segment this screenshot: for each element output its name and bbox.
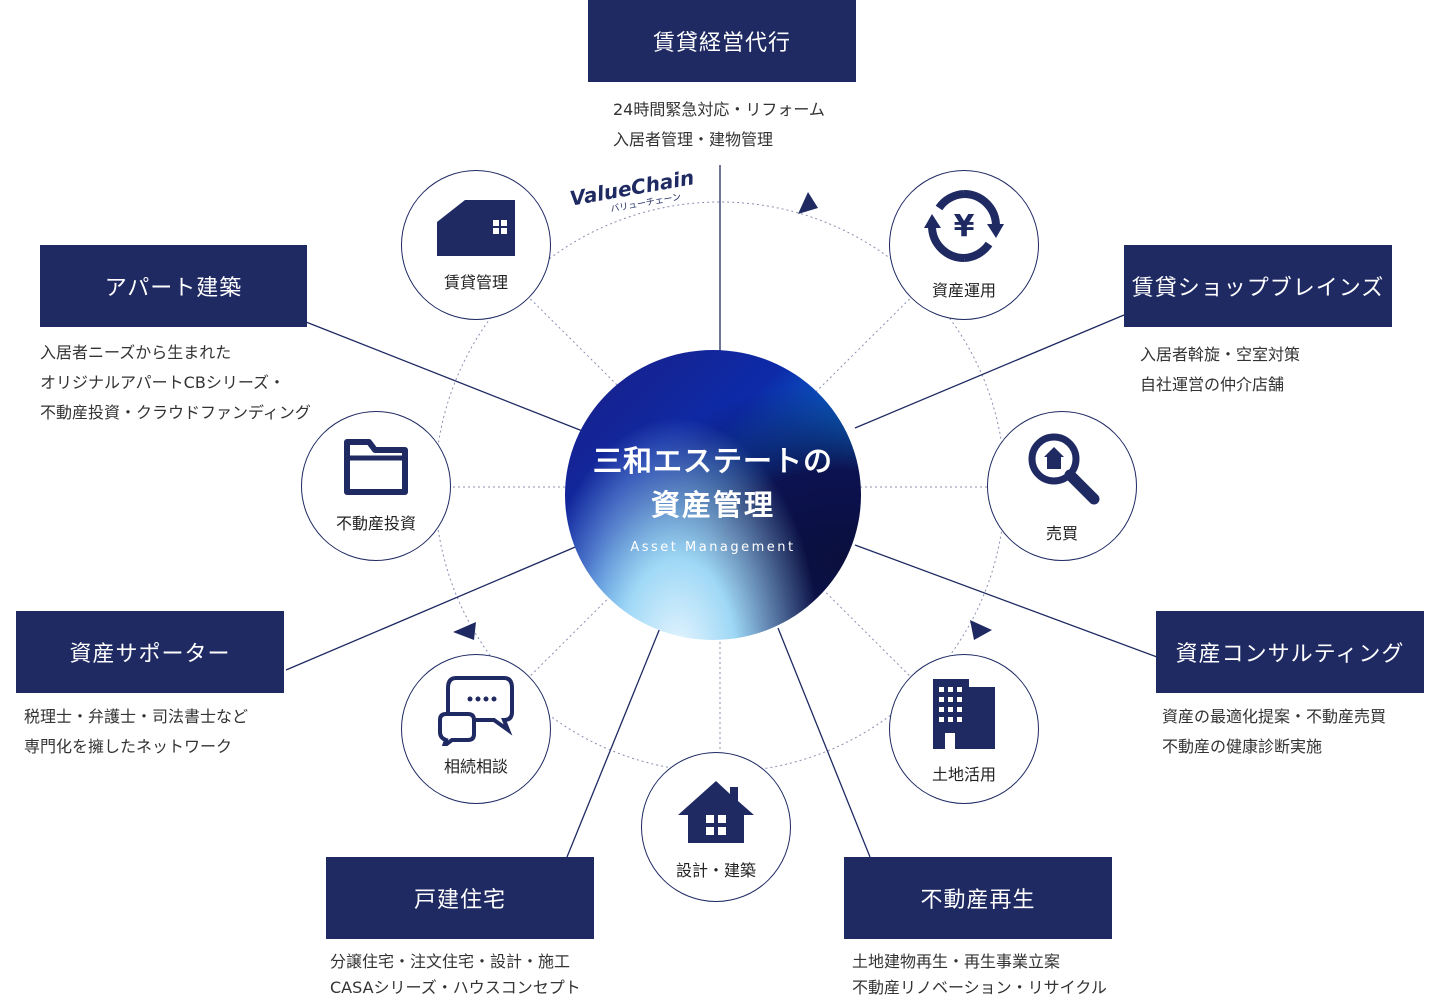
center-circle: 三和エステートの 資産管理 Asset Management <box>565 350 861 640</box>
desc-line: 不動産リノベーション・リサイクル <box>852 978 1107 997</box>
service-desc-asset-supporter: 税理士・弁護士・司法書士など 専門化を擁したネットワーク <box>24 702 248 762</box>
circle-label-real-estate-investment: 不動産投資 <box>335 514 416 533</box>
desc-line: 税理士・弁護士・司法書士など <box>24 707 249 726</box>
desc-line: 入居者管理・建物管理 <box>613 130 774 149</box>
desc-line: 資産の最適化提案・不動産売買 <box>1162 707 1387 726</box>
desc-line: 分譲住宅・注文住宅・設計・施工 <box>330 952 571 971</box>
desc-line: 入居者ニーズから生まれた <box>40 343 232 362</box>
circle-real-estate-investment: 不動産投資 <box>301 411 451 561</box>
service-box-asset-consulting: 資産コンサルティング <box>1156 611 1424 693</box>
desc-line: 専門化を擁したネットワーク <box>24 737 233 756</box>
service-box-asset-supporter: 資産サポーター <box>16 611 284 693</box>
service-box-rental-shop-brains: 賃貸ショップブレインズ <box>1124 245 1392 327</box>
arrow-bottom-right <box>970 620 992 640</box>
house-icon <box>642 779 790 845</box>
desc-line: CASAシリーズ・ハウスコンセプト <box>330 978 581 997</box>
circle-land-use: 土地活用 <box>889 654 1039 804</box>
svg-text:¥: ¥ <box>954 209 975 244</box>
circle-label-inheritance-consultation: 相続相談 <box>443 757 508 776</box>
circle-trading: 売買 <box>987 411 1137 561</box>
service-box-detached-house: 戸建住宅 <box>326 857 594 939</box>
yen-cycle-icon: ¥ <box>890 190 1038 262</box>
center-title-line2: 資産管理 <box>650 488 775 522</box>
circle-label-design-build: 設計・建築 <box>675 861 756 880</box>
circle-design-build: 設計・建築 <box>641 752 791 902</box>
center-subtitle: Asset Management <box>630 540 796 555</box>
service-desc-detached-house: 分譲住宅・注文住宅・設計・施工 CASAシリーズ・ハウスコンセプト <box>330 949 581 1001</box>
service-desc-real-estate-regeneration: 土地建物再生・再生事業立案 不動産リノベーション・リサイクル <box>852 949 1107 1001</box>
magnifier-house-icon <box>988 433 1136 505</box>
desc-line: 24時間緊急対応・リフォーム <box>613 100 825 119</box>
circle-label-asset-operation: 資産運用 <box>931 281 996 300</box>
service-desc-apartment-construction: 入居者ニーズから生まれた オリジナルアパートCBシリーズ・ 不動産投資・クラウド… <box>40 338 311 428</box>
center-title-line1: 三和エステートの <box>592 444 833 478</box>
service-box-rental-management-agency: 賃貸経営代行 <box>588 0 856 82</box>
desc-line: 不動産投資・クラウドファンディング <box>40 403 311 422</box>
circle-label-land-use: 土地活用 <box>931 765 996 784</box>
arrow-top-right <box>798 192 818 214</box>
direction-arrows <box>453 192 992 640</box>
desc-line: 土地建物再生・再生事業立案 <box>852 952 1061 971</box>
arrow-bottom-left <box>453 622 476 640</box>
folder-icon <box>302 434 450 500</box>
desc-line: 入居者斡旋・空室対策 <box>1140 345 1301 364</box>
desc-line: オリジナルアパートCBシリーズ・ <box>40 373 286 392</box>
service-desc-rental-management-agency: 24時間緊急対応・リフォーム 入居者管理・建物管理 <box>613 95 825 155</box>
desc-line: 自社運営の仲介店舗 <box>1140 375 1285 394</box>
house-building-icon <box>402 193 550 259</box>
service-desc-rental-shop-brains: 入居者斡旋・空室対策 自社運営の仲介店舗 <box>1140 340 1300 400</box>
service-desc-asset-consulting: 資産の最適化提案・不動産売買 不動産の健康診断実施 <box>1162 702 1386 762</box>
circle-inheritance-consultation: 相続相談 <box>401 654 551 804</box>
circle-label-trading: 売買 <box>1045 524 1078 543</box>
desc-line: 不動産の健康診断実施 <box>1162 737 1323 756</box>
chat-bubbles-icon <box>402 676 550 746</box>
solid-connectors <box>285 165 1158 858</box>
service-box-apartment-construction: アパート建築 <box>40 245 307 327</box>
circle-asset-operation: ¥ 資産運用 <box>889 170 1039 320</box>
office-building-icon <box>890 679 1038 749</box>
circle-label-rental-management: 賃貸管理 <box>443 273 508 292</box>
circle-rental-management: 賃貸管理 <box>401 170 551 320</box>
service-box-real-estate-regeneration: 不動産再生 <box>844 857 1112 939</box>
